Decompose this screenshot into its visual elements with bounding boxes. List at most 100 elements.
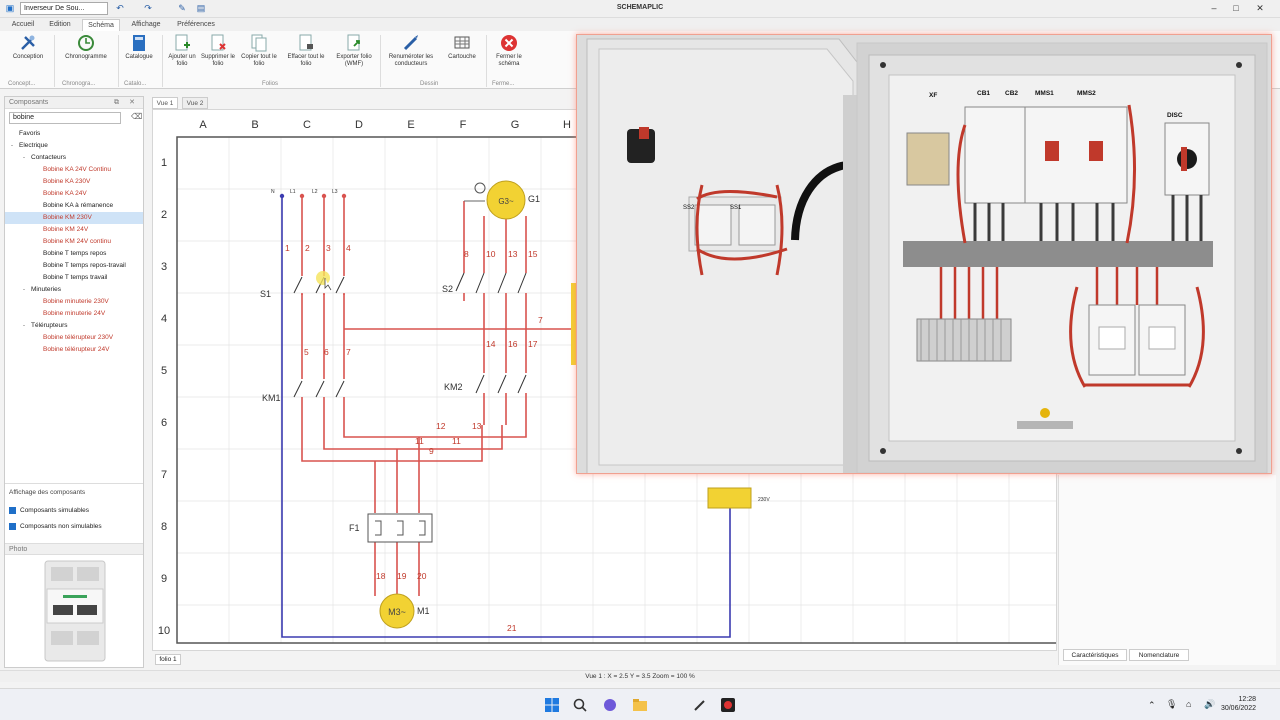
catalogue-button[interactable]: Catalogue xyxy=(120,34,158,61)
grid-column-label: E xyxy=(407,119,414,131)
conception-button[interactable]: Conception xyxy=(6,34,50,61)
export-folio-label: Exporter folio (WMF) xyxy=(336,54,372,67)
divider xyxy=(5,483,143,484)
tab-schema[interactable]: Schéma xyxy=(82,19,120,31)
close-schema-icon xyxy=(501,35,517,51)
tree-item[interactable]: Bobine KA 230V xyxy=(5,176,143,188)
tab-edition[interactable]: Edition xyxy=(49,21,71,28)
tree-item[interactable]: Bobine KA 24V Continu xyxy=(5,164,143,176)
maximize-icon[interactable]: □ xyxy=(1233,3,1239,13)
wire-number: 11 xyxy=(452,436,461,446)
copy-folio-button[interactable]: Copier tout le folio xyxy=(240,34,278,68)
grid-row-label: 3 xyxy=(161,261,167,273)
grid-column-label: C xyxy=(303,119,311,131)
coil-partial xyxy=(571,283,579,365)
component-search-input[interactable]: bobine xyxy=(9,112,121,124)
wire-number: 13 xyxy=(472,421,482,431)
tree-item[interactable]: Bobine KM 24V xyxy=(5,224,143,236)
tab-affichage[interactable]: Affichage xyxy=(131,21,161,28)
ribbon-separator xyxy=(380,35,381,87)
tree-item[interactable]: -Télérupteurs xyxy=(5,320,143,332)
document-select[interactable]: Inverseur De Sou... xyxy=(20,2,108,15)
wire-number: 16 xyxy=(508,339,518,349)
tree-item-label: Télérupteurs xyxy=(31,322,68,329)
folio-tab[interactable]: folio 1 xyxy=(155,654,181,665)
option-non-simulable[interactable]: Composants non simulables xyxy=(9,523,102,530)
tree-item[interactable]: Bobine minuterie 230V xyxy=(5,296,143,308)
network-icon[interactable]: ⌂ xyxy=(1186,699,1192,709)
ribbon-group-label: Ferme... xyxy=(492,81,515,87)
grid-row-label: 6 xyxy=(161,417,167,429)
microphone-icon[interactable]: 🎙 xyxy=(1166,699,1178,709)
tree-item-label: Electrique xyxy=(19,142,48,149)
tool-icon[interactable]: ✎ xyxy=(178,3,186,13)
save-icon[interactable]: ▤ xyxy=(196,3,206,13)
renumber-button[interactable]: Renuméroter les conducteurs xyxy=(384,34,438,68)
tree-item[interactable]: Bobine télérupteur 230V xyxy=(5,332,143,344)
file-explorer-icon[interactable] xyxy=(632,697,648,713)
tree-item[interactable]: Bobine KM 230V xyxy=(5,212,143,224)
minimize-icon[interactable]: – xyxy=(1211,3,1217,13)
add-folio-button[interactable]: Ajouter un folio xyxy=(166,34,198,68)
collapse-icon[interactable]: - xyxy=(23,287,25,293)
label-g1: G1 xyxy=(528,194,540,204)
checkbox-icon[interactable] xyxy=(9,507,16,514)
volume-icon[interactable]: 🔊 xyxy=(1204,699,1216,709)
pin-icon[interactable]: ⧉ xyxy=(114,99,119,106)
search-icon[interactable] xyxy=(572,697,588,713)
tree-item[interactable]: -Electrique xyxy=(5,140,143,152)
close-icon[interactable]: ✕ xyxy=(129,99,135,106)
tree-item[interactable]: Bobine T temps repos-travail xyxy=(5,260,143,272)
close-schema-button[interactable]: Fermer le schéma xyxy=(489,34,529,68)
close-schema-label: Fermer le schéma xyxy=(496,54,522,67)
cartouche-button[interactable]: Cartouche xyxy=(442,34,482,61)
add-page-icon xyxy=(175,34,190,51)
chat-icon[interactable] xyxy=(602,697,618,713)
supply-terminal-l1 xyxy=(299,193,305,199)
chronogramme-button[interactable]: Chronogramme xyxy=(58,34,114,61)
tree-item[interactable]: Bobine KA 24V xyxy=(5,188,143,200)
tab-nomenclature[interactable]: Nomenclature xyxy=(1129,649,1189,661)
tree-item[interactable]: Favoris xyxy=(5,128,143,140)
add-folio-label: Ajouter un folio xyxy=(168,54,196,67)
tree-item[interactable]: Bobine minuterie 24V xyxy=(5,308,143,320)
wire-number: 4 xyxy=(346,243,351,253)
option-simulable[interactable]: Composants simulables xyxy=(9,507,89,514)
tab-vue-2[interactable]: Vue 2 xyxy=(182,97,208,109)
delete-folio-button[interactable]: Supprimer le folio xyxy=(200,34,236,68)
ribbon-separator xyxy=(118,35,119,87)
tree-item[interactable]: Bobine KA à rémanence xyxy=(5,200,143,212)
pen-tool-icon[interactable] xyxy=(692,697,708,713)
tree-item[interactable]: Bobine KM 24V continu xyxy=(5,236,143,248)
option-label: Composants simulables xyxy=(20,507,90,515)
grid-row-label: 7 xyxy=(161,469,167,481)
recorder-icon[interactable] xyxy=(720,697,736,713)
tree-item[interactable]: -Minuteries xyxy=(5,284,143,296)
tab-accueil[interactable]: Accueil xyxy=(11,21,35,28)
close-icon[interactable]: ✕ xyxy=(1256,3,1264,13)
wire-number: 12 xyxy=(436,421,446,431)
erase-folio-button[interactable]: Effacer tout le folio xyxy=(284,34,328,68)
tab-vue-1[interactable]: Vue 1 xyxy=(152,97,178,109)
tree-item[interactable]: Bobine télérupteur 24V xyxy=(5,344,143,356)
checkbox-icon[interactable] xyxy=(9,523,16,530)
tree-item-label: Bobine KM 24V continu xyxy=(43,238,111,245)
collapse-icon[interactable]: - xyxy=(11,143,13,149)
collapse-icon[interactable]: - xyxy=(23,155,25,161)
tab-preferences[interactable]: Préférences xyxy=(177,21,215,28)
redo-icon[interactable]: ↷ xyxy=(144,3,152,13)
tree-item[interactable]: -Contacteurs xyxy=(5,152,143,164)
tab-caracteristiques[interactable]: Caractéristiques xyxy=(1063,649,1127,661)
export-folio-button[interactable]: Exporter folio (WMF) xyxy=(332,34,376,68)
tree-item[interactable]: Bobine T temps repos xyxy=(5,248,143,260)
search-clear-icon[interactable]: ⌫ xyxy=(131,112,143,121)
tree-item[interactable]: Bobine T temps travail xyxy=(5,272,143,284)
ribbon-group-label: Catalo... xyxy=(124,81,147,87)
collapse-icon[interactable]: - xyxy=(23,323,25,329)
windows-start-icon[interactable] xyxy=(544,697,560,713)
system-clock[interactable]: 12:28 30/06/2022 xyxy=(1221,695,1256,713)
wire-number: 5 xyxy=(304,347,309,357)
undo-icon[interactable]: ↶ xyxy=(116,3,124,13)
chevron-up-icon[interactable]: ⌃ xyxy=(1148,700,1156,710)
